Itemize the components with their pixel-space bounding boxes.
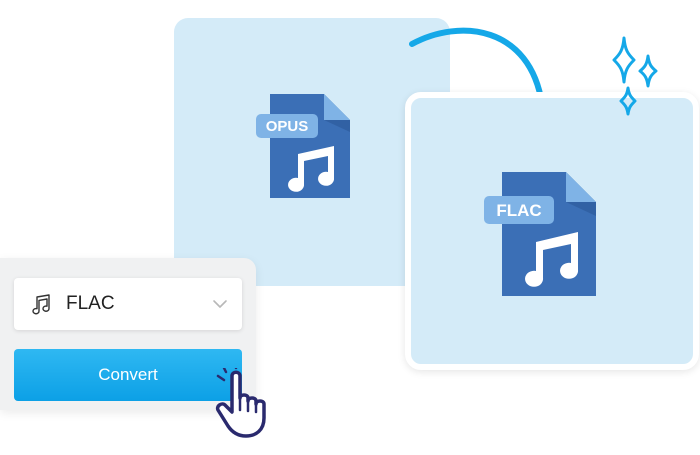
sparkle-icon bbox=[612, 36, 658, 116]
music-note-icon bbox=[288, 146, 335, 192]
convert-button[interactable]: Convert bbox=[14, 349, 242, 401]
convert-button-label: Convert bbox=[98, 365, 158, 384]
music-note-icon bbox=[525, 232, 579, 287]
target-format-label: FLAC bbox=[496, 201, 541, 220]
chevron-down-icon bbox=[213, 300, 227, 308]
format-select[interactable]: FLAC bbox=[14, 278, 242, 330]
converter-panel: FLAC Convert bbox=[0, 258, 256, 410]
selected-format: FLAC bbox=[66, 293, 115, 314]
flac-file-icon: FLAC bbox=[484, 172, 596, 296]
hand-cursor-icon bbox=[215, 368, 266, 438]
music-note-icon bbox=[32, 294, 50, 315]
source-format-label: OPUS bbox=[266, 118, 309, 135]
opus-file-icon: OPUS bbox=[256, 94, 350, 198]
